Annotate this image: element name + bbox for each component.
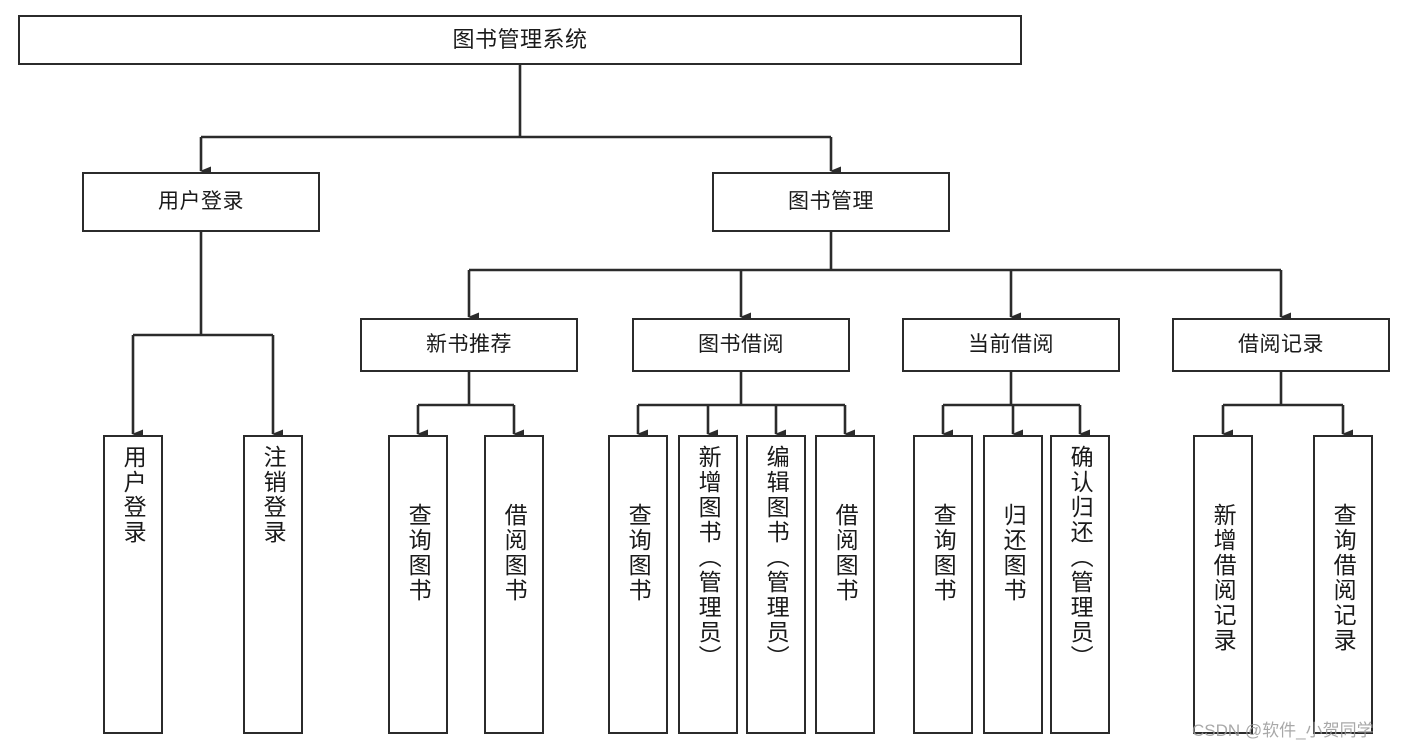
node-current[interactable]: 当前借阅 (902, 318, 1120, 372)
node-leaf-rec-add[interactable]: 新增借阅记录 (1193, 435, 1253, 734)
node-label: 确认归还（管理员） (1067, 445, 1094, 670)
node-leaf-login[interactable]: 用户登录 (103, 435, 163, 734)
watermark: CSDN @软件_小贺同学 (1192, 721, 1374, 740)
node-login[interactable]: 用户登录 (82, 172, 320, 232)
edge-paths (131, 65, 1353, 439)
node-root[interactable]: 图书管理系统 (18, 15, 1022, 65)
node-leaf-nb-borrow[interactable]: 借阅图书 (484, 435, 544, 734)
node-label: 图书管理 (788, 189, 874, 213)
node-label: 用户登录 (120, 445, 147, 545)
node-label: 新增图书（管理员） (695, 445, 722, 670)
node-label: 查询图书 (930, 503, 957, 603)
node-label: 图书管理系统 (452, 27, 588, 53)
node-leaf-cur-query[interactable]: 查询图书 (913, 435, 973, 734)
node-bookmgmt[interactable]: 图书管理 (712, 172, 950, 232)
node-label: 编辑图书（管理员） (763, 445, 790, 670)
node-label: 借阅图书 (832, 503, 859, 603)
node-leaf-bw-edit[interactable]: 编辑图书（管理员） (746, 435, 806, 734)
node-leaf-nb-query[interactable]: 查询图书 (388, 435, 448, 734)
node-leaf-rec-query[interactable]: 查询借阅记录 (1313, 435, 1373, 734)
node-leaf-cur-conf[interactable]: 确认归还（管理员） (1050, 435, 1110, 734)
node-newbook[interactable]: 新书推荐 (360, 318, 578, 372)
node-borrow[interactable]: 图书借阅 (632, 318, 850, 372)
node-label: 当前借阅 (968, 332, 1054, 356)
node-label: 新增借阅记录 (1210, 503, 1237, 653)
node-leaf-bw-lend[interactable]: 借阅图书 (815, 435, 875, 734)
node-leaf-logout[interactable]: 注销登录 (243, 435, 303, 734)
node-label: 新书推荐 (426, 332, 512, 356)
node-label: 查询图书 (625, 503, 652, 603)
node-label: 查询借阅记录 (1330, 503, 1357, 653)
node-leaf-bw-query[interactable]: 查询图书 (608, 435, 668, 734)
node-label: 图书借阅 (698, 332, 784, 356)
node-label: 借阅图书 (501, 503, 528, 603)
node-label: 借阅记录 (1238, 332, 1324, 356)
node-label: 归还图书 (1000, 503, 1027, 603)
node-label: 注销登录 (260, 445, 287, 545)
node-leaf-cur-back[interactable]: 归还图书 (983, 435, 1043, 734)
node-records[interactable]: 借阅记录 (1172, 318, 1390, 372)
node-label: 查询图书 (405, 503, 432, 603)
node-leaf-bw-add[interactable]: 新增图书（管理员） (678, 435, 738, 734)
node-label: 用户登录 (158, 189, 244, 213)
